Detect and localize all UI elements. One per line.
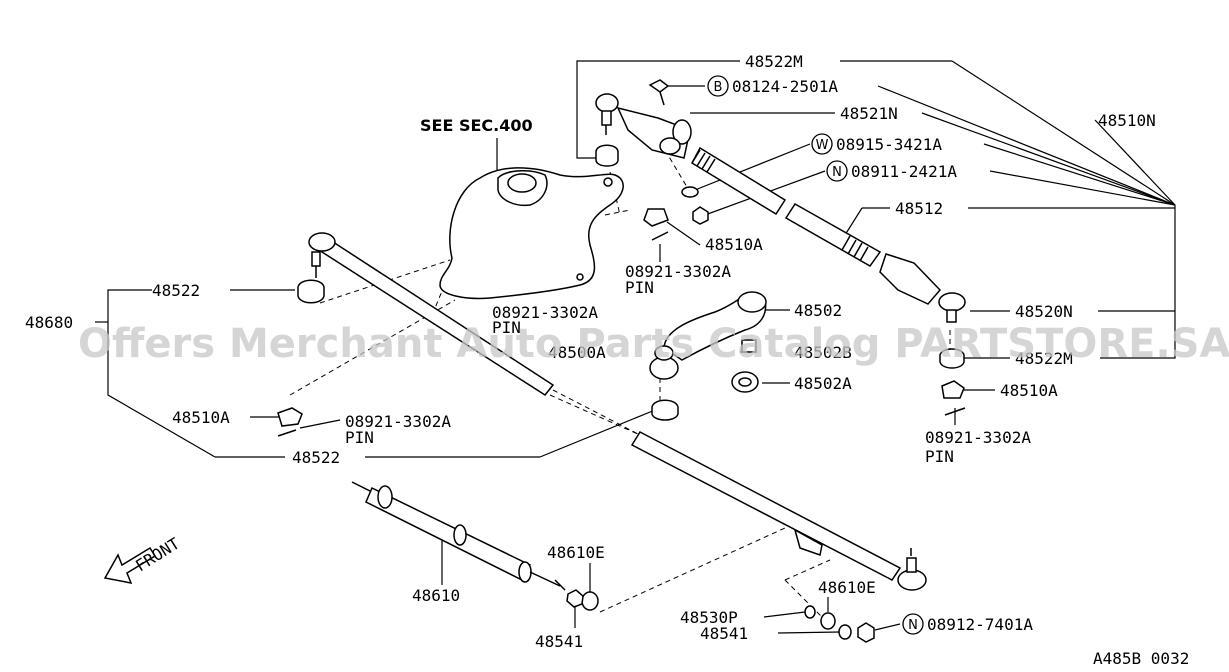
castle-nut-left	[277, 407, 303, 427]
label-48510a-top: 48510A	[705, 235, 763, 254]
label-48541-left: 48541	[535, 632, 583, 651]
dust-cover-right	[939, 348, 965, 369]
bushing-48610e-right	[820, 612, 836, 630]
dust-cover-bottom	[651, 399, 679, 421]
label-48522m-top: 48522M	[745, 52, 803, 71]
cotter-pin-left	[277, 429, 297, 437]
label-48522m-right: 48522M	[1015, 349, 1073, 368]
label-08912: 08912-7401A	[927, 615, 1033, 634]
label-08911: 08911-2421A	[851, 162, 957, 181]
label-48510a-right: 48510A	[1000, 381, 1058, 400]
label-08921-top: 08921-3302A	[625, 262, 731, 281]
marker-b	[707, 75, 729, 97]
marker-w-text: W	[816, 138, 829, 153]
label-08921-left: 08921-3302A	[345, 412, 451, 431]
right-ball-joint	[897, 548, 927, 591]
marker-n2-text: N	[908, 618, 918, 633]
label-48510a-left: 48510A	[172, 408, 230, 427]
cotter-pin-right	[944, 407, 966, 416]
label-48541-right: 48541	[700, 624, 748, 643]
nut-48541-right	[838, 624, 852, 640]
label-48610: 48610	[412, 586, 460, 605]
cotter-pin-top	[651, 231, 669, 241]
label-48500a: 48500A	[548, 343, 606, 362]
nut-08912	[857, 622, 875, 643]
label-48510n: 48510N	[1098, 111, 1156, 130]
label-48610e-mid: 48610E	[547, 543, 605, 562]
marker-w	[811, 133, 833, 155]
steering-gear-housing	[439, 167, 624, 300]
label-08921-right: 08921-3302A	[925, 428, 1031, 447]
pitman-arm	[649, 291, 767, 393]
label-pin-right: PIN	[925, 447, 954, 466]
washer-08915	[681, 186, 699, 198]
label-see-sec: SEE SEC.400	[420, 116, 533, 135]
leader-lines	[95, 60, 1176, 634]
castle-nut-top	[643, 208, 669, 227]
label-48522-bottom: 48522	[292, 448, 340, 467]
nut-08911	[692, 206, 709, 225]
bushing-48610e-left	[581, 591, 599, 611]
relay-rod	[320, 238, 902, 581]
dust-cover-top	[595, 144, 619, 167]
label-48521n: 48521N	[840, 104, 898, 123]
castle-nut-right	[941, 380, 965, 399]
label-pin-mid: PIN	[492, 318, 521, 337]
steering-damper	[351, 481, 566, 591]
label-48520n: 48520N	[1015, 302, 1073, 321]
label-front: FRONT	[132, 534, 183, 576]
label-08915: 08915-3421A	[836, 135, 942, 154]
watermark-text: Offers Merchant Auto Parts Catalog PARTS…	[78, 321, 1229, 367]
nut-48541-left	[566, 589, 584, 608]
label-08921-mid: 08921-3302A	[492, 303, 598, 322]
front-arrow-icon	[103, 546, 157, 584]
label-diagram-code: A485B 0032	[1093, 649, 1189, 668]
label-08124: 08124-2501A	[732, 77, 838, 96]
marker-n1	[826, 160, 848, 182]
label-48530p: 48530P	[680, 608, 738, 627]
bolt-08124	[648, 79, 670, 106]
label-48502: 48502	[794, 301, 842, 320]
label-48680: 48680	[25, 313, 73, 332]
label-48502a: 48502A	[794, 374, 852, 393]
marker-n2	[902, 613, 924, 635]
part-labels: 48522M B 08124-2501A 48521N 48510N W 089…	[25, 52, 1189, 668]
label-pin-left: PIN	[345, 428, 374, 447]
label-48512: 48512	[895, 199, 943, 218]
upper-tie-rod	[595, 93, 966, 323]
label-pin-top: PIN	[625, 278, 654, 297]
label-48610e-right: 48610E	[818, 578, 876, 597]
marker-b-text: B	[714, 80, 723, 95]
label-48522-left: 48522	[152, 281, 200, 300]
left-ball-joint	[308, 232, 336, 278]
marker-n1-text: N	[832, 165, 842, 180]
dust-cover-left	[297, 279, 325, 304]
washer-48530p	[804, 605, 816, 619]
label-48502b: 48502B	[794, 343, 852, 362]
